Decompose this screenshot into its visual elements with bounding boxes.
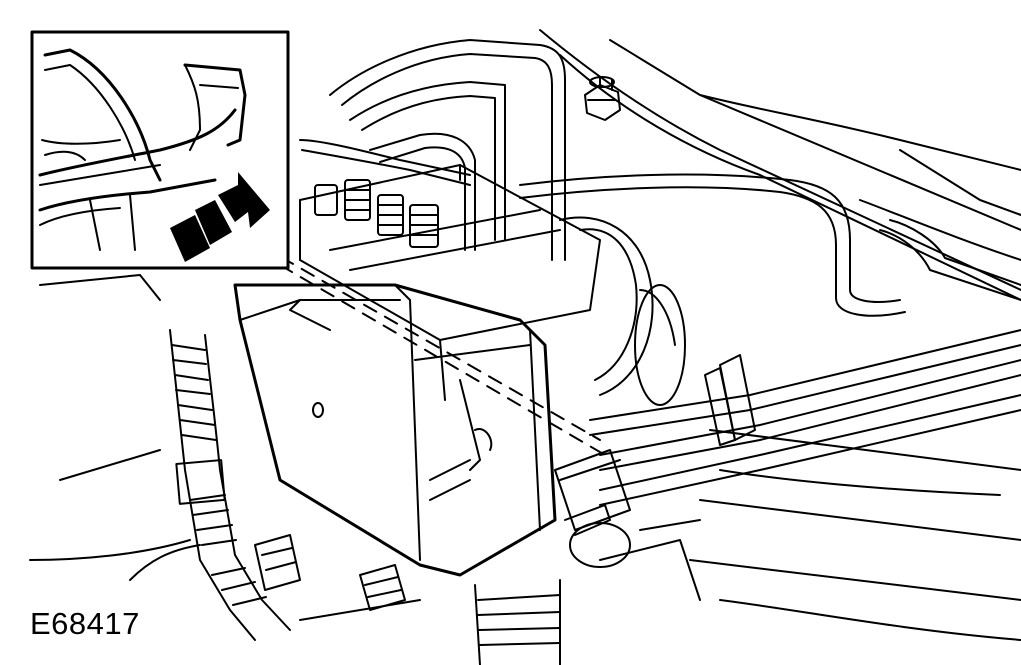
pipe-clip — [704, 354, 756, 446]
body-panel-lines — [539, 29, 1021, 641]
brake-pipes — [299, 39, 1021, 506]
insertion-arrow — [170, 172, 270, 262]
left-body-lines — [29, 274, 701, 621]
detail-inset — [30, 30, 290, 270]
harness-plugs — [254, 534, 406, 611]
pump-motor — [559, 216, 686, 406]
pipe-fittings — [314, 179, 439, 248]
inset-pointer-lines — [259, 244, 606, 456]
abs-control-module — [233, 283, 557, 577]
figure-code: E68417 — [30, 606, 140, 641]
mounting-bolt — [584, 76, 621, 121]
hydraulic-unit — [299, 164, 601, 401]
wiring-harness — [169, 329, 561, 665]
module-connector — [554, 449, 631, 568]
